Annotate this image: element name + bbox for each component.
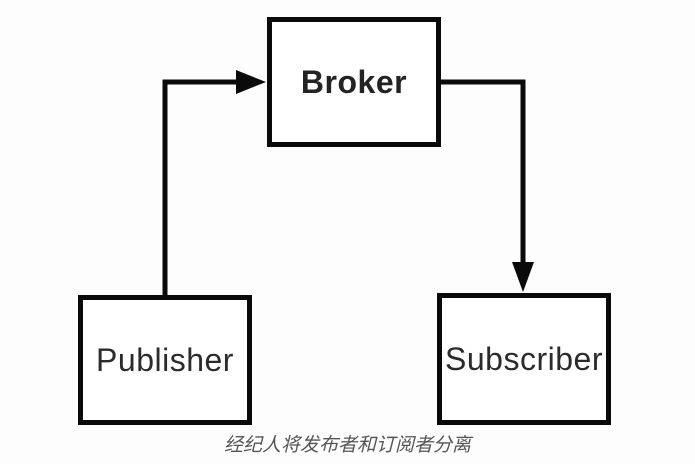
subscriber-node: Subscriber — [437, 293, 611, 425]
subscriber-label: Subscriber — [445, 340, 603, 377]
broker-label: Broker — [300, 63, 408, 100]
arrowhead-down-icon — [512, 262, 534, 292]
arrowhead-right-icon — [236, 70, 266, 94]
arrow-broker-to-subscriber — [441, 79, 534, 292]
arrow-publisher-to-broker — [162, 70, 266, 295]
diagram-caption: 经纪人将发布者和订阅者分离 — [223, 435, 471, 456]
broker-node: Broker — [267, 17, 441, 147]
publisher-node: Publisher — [78, 295, 252, 425]
publisher-label: Publisher — [96, 341, 234, 378]
